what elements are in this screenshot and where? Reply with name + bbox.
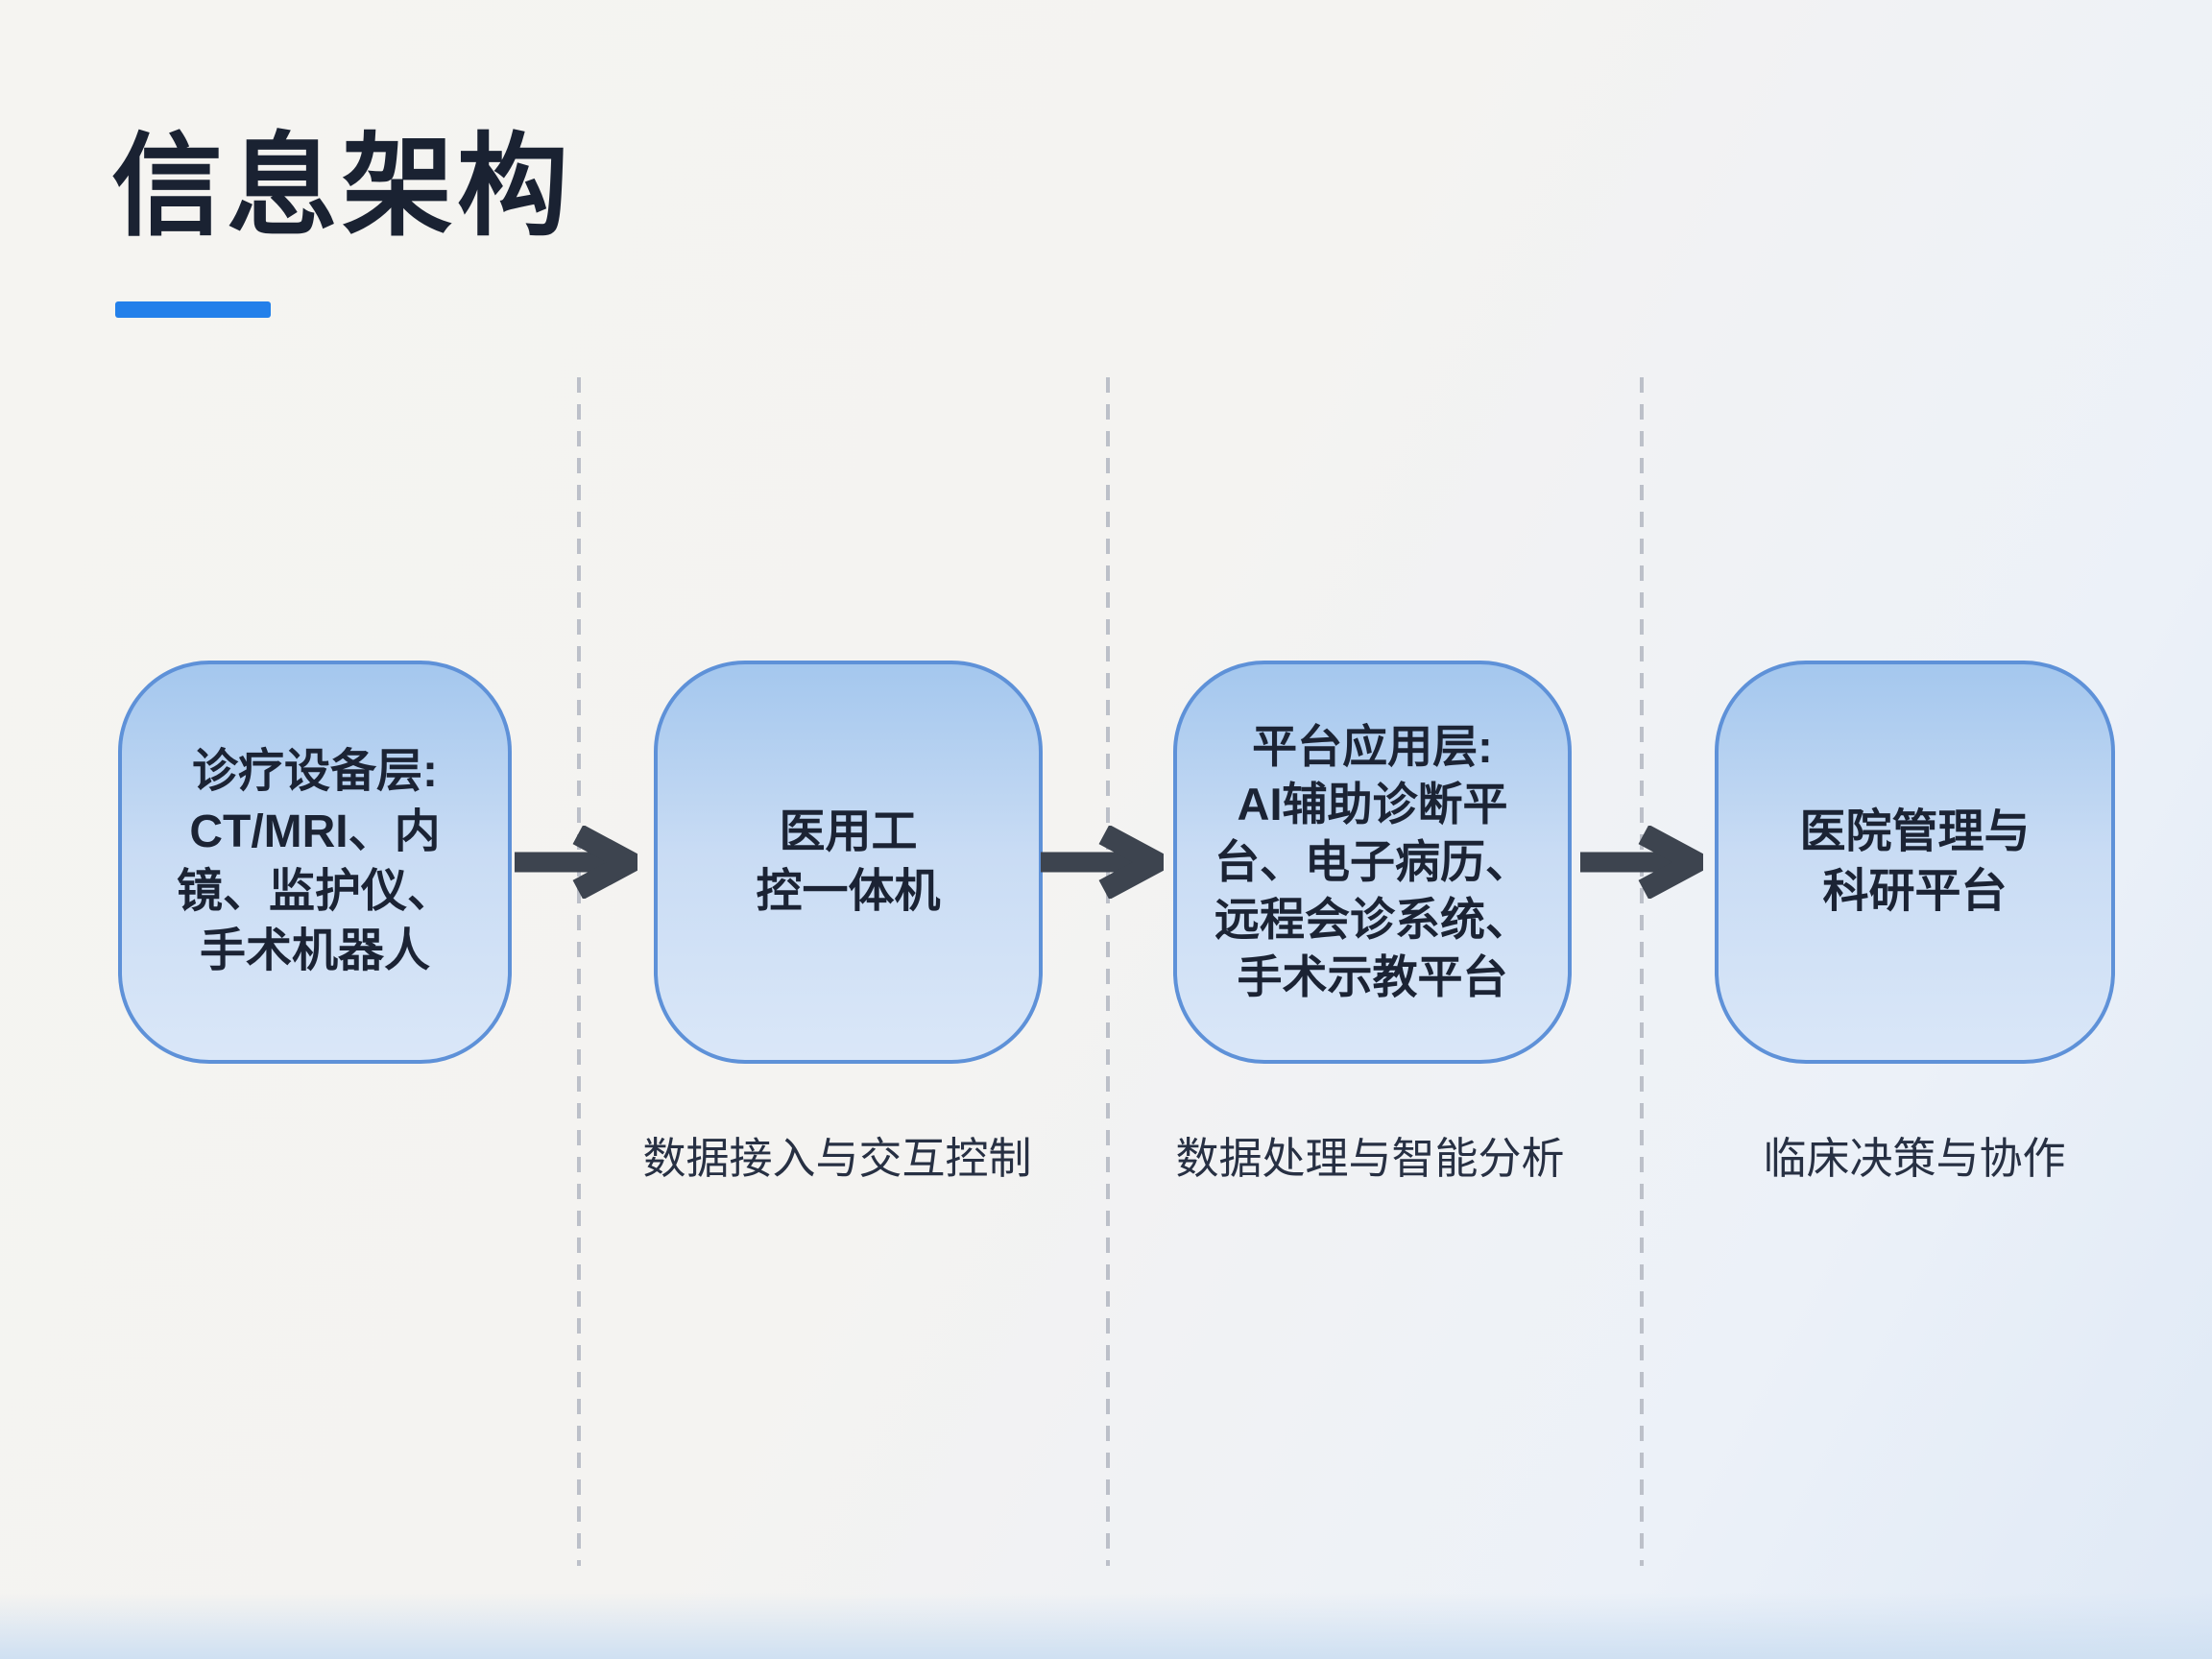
stage-box-hospital-label: 医院管理与 科研平台	[1799, 805, 2031, 917]
stage-caption-hospital: 临床决策与协作	[1763, 1134, 2066, 1183]
arrow-right-icon	[1041, 826, 1164, 899]
dashed-separator-2	[1106, 377, 1110, 1566]
dashed-separator-3	[1640, 377, 1644, 1566]
arrow-right-icon	[515, 826, 637, 899]
stage-box-devices-label: 诊疗设备层: CT/MRI、内 镜、监护仪、 手术机器人	[176, 746, 453, 977]
stage-box-devices: 诊疗设备层: CT/MRI、内 镜、监护仪、 手术机器人	[118, 661, 512, 1064]
dashed-separator-1	[577, 377, 581, 1566]
stage-box-terminal: 医用工 控一体机	[654, 661, 1043, 1064]
arrow-right-icon	[1580, 826, 1703, 899]
stage-box-hospital: 医院管理与 科研平台	[1715, 661, 2115, 1064]
stage-box-terminal-label: 医用工 控一体机	[756, 805, 941, 917]
stage-caption-platform: 数据处理与智能分析	[1175, 1134, 1565, 1183]
page-title: 信息架构	[111, 124, 572, 249]
stage-caption-terminal: 数据接入与交互控制	[642, 1134, 1032, 1183]
stage-box-platform-label: 平台应用层: AI辅助诊断平 台、电子病历、 远程会诊系统、 手术示教平台	[1214, 720, 1530, 1003]
title-underline	[115, 301, 271, 318]
stage-box-platform: 平台应用层: AI辅助诊断平 台、电子病历、 远程会诊系统、 手术示教平台	[1173, 661, 1572, 1064]
